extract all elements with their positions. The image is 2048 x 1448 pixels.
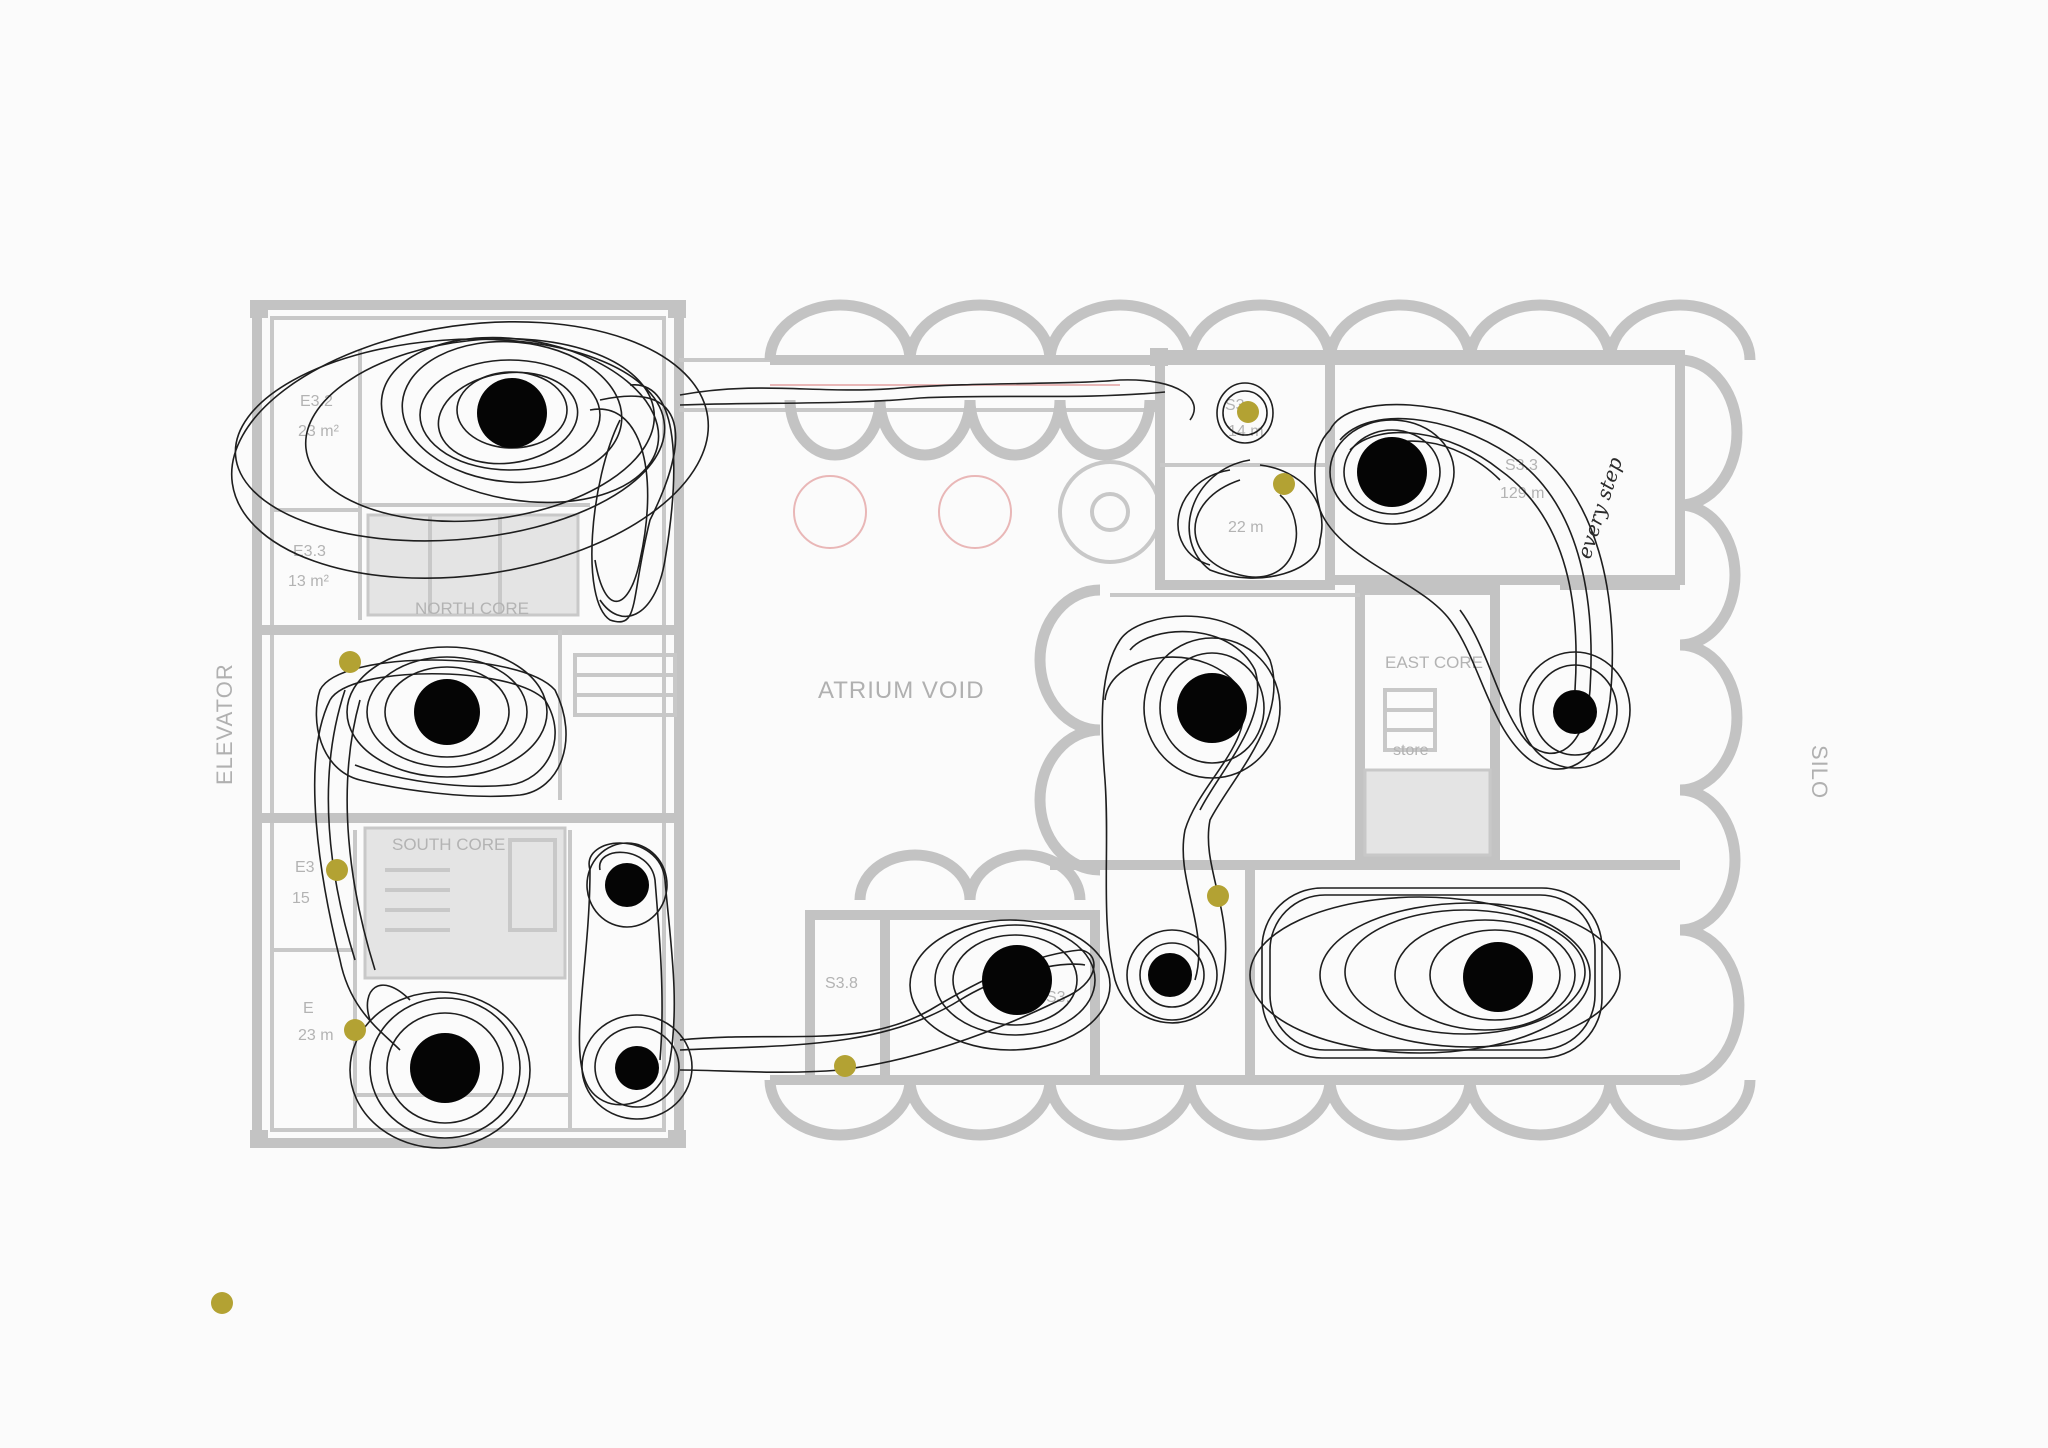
bottom-silo-arches xyxy=(764,1079,1756,1141)
occupant-node xyxy=(477,378,547,448)
handwriting-annotation: every step xyxy=(1572,454,1627,562)
occupant-node xyxy=(410,1033,480,1103)
north-core-label: NORTH CORE xyxy=(415,599,529,618)
room-area: 129 m xyxy=(1500,485,1544,502)
trajectory-west-bottom xyxy=(349,984,531,1149)
north-core-block xyxy=(366,513,580,617)
east-core-block xyxy=(1363,768,1492,857)
room-s3-small xyxy=(1155,350,1335,590)
room-name: E3.2 xyxy=(300,393,333,410)
gold-marker xyxy=(1273,473,1295,495)
occupant-node xyxy=(1148,953,1192,997)
trajectory-west-middle xyxy=(313,646,567,1051)
occupant-node xyxy=(1177,673,1247,743)
trajectory-west-inner xyxy=(578,842,693,1120)
elevator-label: ELEVATOR xyxy=(212,663,237,785)
gold-marker xyxy=(834,1055,856,1077)
room-s3-8 xyxy=(805,910,890,1085)
west-wing-outline xyxy=(252,300,684,1148)
gold-marker xyxy=(339,651,361,673)
room-area: 14 m xyxy=(1228,423,1264,440)
top-silo-arches xyxy=(764,299,1756,361)
right-silo-arches xyxy=(1679,354,1745,1086)
gold-marker xyxy=(1237,401,1259,423)
south-core-block xyxy=(363,826,567,980)
room-name: E3.3 xyxy=(293,543,326,560)
room-area: 22 m xyxy=(1228,519,1264,536)
trajectory-corridor xyxy=(679,391,1166,406)
occupant-node xyxy=(1463,942,1533,1012)
pier xyxy=(250,300,268,318)
west-wing xyxy=(250,300,686,1148)
gold-marker xyxy=(344,1019,366,1041)
room-area: 23 m² xyxy=(298,423,340,440)
atrium-arches-top xyxy=(784,399,1156,461)
atrium-label: ATRIUM VOID xyxy=(818,677,985,704)
occupant-node xyxy=(1553,690,1597,734)
movement-trajectories xyxy=(230,320,1631,1149)
pier xyxy=(1150,348,1168,366)
pier xyxy=(668,1130,686,1148)
gold-marker xyxy=(1207,885,1229,907)
occupant-node xyxy=(1357,437,1427,507)
void-circle xyxy=(938,475,1012,549)
room-s3 xyxy=(880,910,1100,1085)
spiral-stair xyxy=(1058,460,1162,564)
gold-marker-legend xyxy=(211,1292,233,1314)
pier xyxy=(668,300,686,318)
occupant-node xyxy=(615,1046,659,1090)
store-label: store xyxy=(1393,742,1429,759)
silo-label: SILO xyxy=(1807,745,1832,799)
pier xyxy=(250,1130,268,1148)
spiral-stair-core xyxy=(1090,492,1130,532)
east-core-stair xyxy=(1383,688,1437,752)
trajectory-southeast xyxy=(1249,887,1621,1059)
trajectory-center xyxy=(1101,615,1281,1024)
room-area: 15 xyxy=(292,890,310,907)
occupant-nodes xyxy=(410,378,1597,1103)
occupant-node xyxy=(605,863,649,907)
lift-shaft xyxy=(508,838,557,932)
trajectory-s3-small xyxy=(1177,459,1323,579)
south-core-label: SOUTH CORE xyxy=(392,835,505,854)
trajectory-northwest xyxy=(230,320,710,623)
west-wing-inner-outline xyxy=(270,316,666,1132)
east-core-label: EAST CORE xyxy=(1385,653,1483,672)
gold-marker xyxy=(326,859,348,881)
room-name: E3 xyxy=(295,859,315,876)
room-name: S3.3 xyxy=(1505,457,1538,474)
atrium-arches-bottom xyxy=(854,849,1086,901)
atrium-arches-right xyxy=(1034,584,1101,876)
room-name: S3.8 xyxy=(825,975,858,992)
void-circle xyxy=(793,475,867,549)
trajectory-corridor xyxy=(679,379,1196,421)
room-name: S3. xyxy=(1046,989,1070,1006)
bridge-stair xyxy=(573,653,677,717)
room-name: E xyxy=(303,1000,314,1017)
occupant-node xyxy=(414,679,480,745)
room-area: 23 m xyxy=(298,1027,334,1044)
occupant-node xyxy=(982,945,1052,1015)
room-area: 13 m² xyxy=(288,573,330,590)
gold-markers xyxy=(211,401,1295,1314)
